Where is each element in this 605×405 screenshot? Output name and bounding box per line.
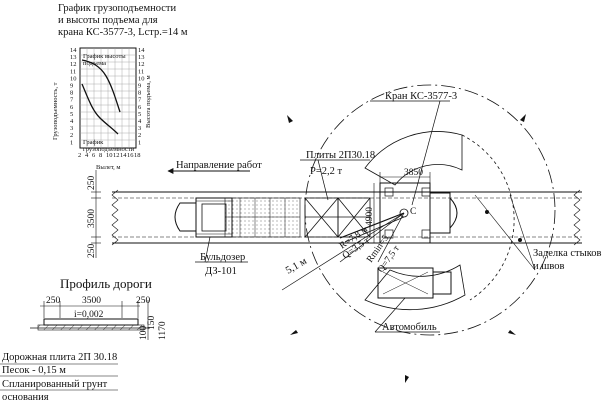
bulldozer-label-1: Бульдозер [200,252,245,263]
x-tick: 16 [127,152,134,159]
slabs-label: Плиты 2П30.18 [306,150,375,161]
x-tick: 4 [85,152,89,159]
profile-slope: i=0,002 [74,310,104,320]
y-left-tick: 12 [70,61,77,68]
capacity-curve [81,83,119,135]
y-right-tick: 8 [138,90,141,97]
y-right-tick: 7 [138,97,142,104]
road-dim-3500: 3500 [87,209,97,228]
joint-sealing-label-2: и швов [533,261,564,272]
work-direction-label: Направление работ [176,160,262,171]
x-tick: 18 [134,152,141,159]
bulldozer [174,197,233,238]
laid-slabs-area [224,197,301,238]
y-left-tick: 11 [70,68,76,75]
layer-1-label: Дорожная плита 2П 30.18 [2,352,117,363]
chart-grid [80,48,136,148]
crane: C [339,182,458,244]
crane-max-reach-circle [304,84,556,336]
y-left-tick: 2 [70,132,73,139]
x-tick: 10 [106,152,113,159]
chart-title-line2: и высоты подъема для [58,15,158,26]
working-zone-bottom [364,264,466,311]
y-right-tick: 13 [138,54,145,61]
bulldozer-label-2: ДЗ-101 [205,266,237,277]
profile-title: Профиль дороги [60,276,152,291]
dim-4900: 4900 [365,207,375,226]
height-curve-label-2: подъема [83,60,106,67]
x-axis-label: Вылет, м [96,164,121,171]
profile-sand-layer [37,324,145,331]
profile-dim-1170: 1170 [158,321,168,340]
x-tick: 12 [113,152,120,159]
height-curve-label-1: График высоты [83,53,126,60]
y-left-tick: 5 [70,111,73,118]
profile-dim-250-left: 250 [46,296,61,306]
y-left-tick: 13 [70,54,77,61]
dim-3850: 3850 [404,168,423,178]
layer-2-label: Песок - 0,15 м [2,365,66,376]
chart-title-line1: График грузоподъемности [58,3,176,14]
y-right-tick: 9 [138,83,141,90]
truck-label: Автомобиль [382,322,437,333]
slab-weight-label: P=2,2 т [310,166,343,177]
x-tick: 2 [78,152,81,159]
x-tick: 14 [120,152,127,159]
y-left-tick: 1 [70,139,73,146]
capacity-curve-label-2: грузоподъемности [83,146,135,153]
truck [377,267,452,299]
y-right-tick: 5 [138,111,141,118]
y-right-tick: 1 [138,139,141,146]
y-right-tick: 6 [138,104,142,111]
y-right-label: Высота подъема, м [145,75,152,128]
profile-dim-250-right: 250 [136,296,151,306]
profile-dim-150: 150 [147,316,157,331]
radius-51-label: 5,1 м [284,256,309,277]
y-right-tick: 2 [138,132,141,139]
crane-label: Кран КС-3577-3 [385,91,457,102]
x-tick: 6 [92,152,96,159]
layer-3-label-2: основания [2,392,49,403]
joint-sealing-label-1: Заделка стыков [533,248,602,259]
road-dim-250-top: 250 [87,176,97,191]
y-right-tick: 3 [138,125,141,132]
capacity-chart: График грузоподъемности и высоты подъема… [52,3,188,171]
radius-line-51 [281,212,405,291]
y-right-tick: 11 [138,68,144,75]
crane-center-mark: C [410,207,416,217]
road-dim-250-bottom: 250 [87,244,97,259]
y-right-tick: 14 [138,47,145,54]
y-right-tick: 12 [138,61,145,68]
height-curve [81,59,121,113]
y-left-tick: 9 [70,83,73,90]
y-left-tick: 7 [70,97,74,104]
y-left-tick: 10 [70,75,77,82]
y-left-tick: 4 [70,118,74,125]
chart-title-line3: крана КС-3577-3, Lстр.=14 м [58,27,188,38]
crane-boom [339,212,405,239]
y-left-label: Грузоподъемность, т [52,82,59,140]
x-tick: 8 [99,152,102,159]
capacity-curve-label-1: График [83,139,104,146]
y-left-tick: 14 [70,47,77,54]
plan-view: Направление работ 250 3500 250 [87,84,602,383]
y-right-tick: 4 [138,118,142,125]
y-left-tick: 6 [70,104,74,111]
y-left-tick: 8 [70,90,73,97]
road-profile: Профиль дороги 250 3500 250 i=0,002 100 … [0,276,168,403]
layer-3-label-1: Спланированный грунт [2,379,108,390]
profile-dim-100: 100 [139,326,149,341]
profile-dim-3500: 3500 [82,296,101,306]
y-left-tick: 3 [70,125,73,132]
y-right-tick: 10 [138,75,145,82]
